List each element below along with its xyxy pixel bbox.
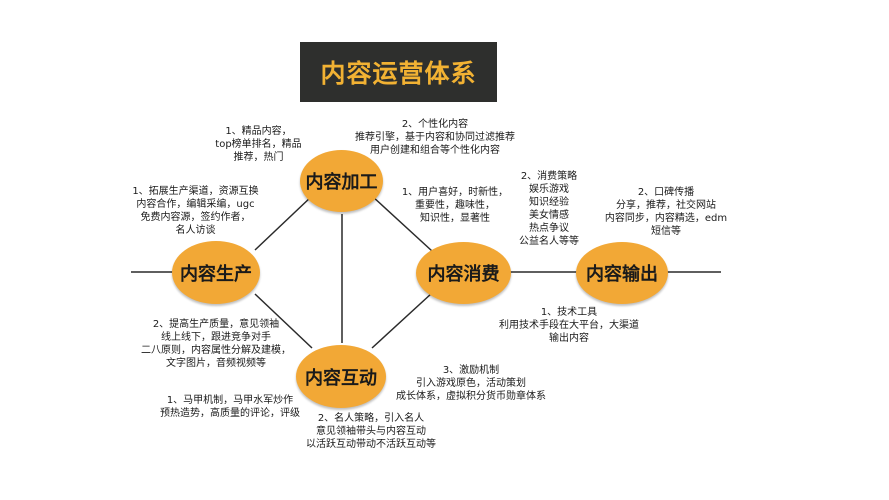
node-label: 内容生产 [180, 263, 252, 285]
line-production-interaction [254, 293, 313, 349]
note-quality-content: 1、精品内容， top榜单排名，精品 推荐，热门 [215, 126, 302, 163]
line-production-processing [254, 195, 313, 251]
line-processing-consumption [371, 195, 433, 252]
note-incentive-mechanism: 3、激励机制 引入游戏原色，活动策划 成长体系，虚拟积分货币勋章体系 [396, 365, 546, 402]
note-production-quality: 2、提高生产质量，意见领袖 线上线下，跟进竞争对手 二八原则，内容属性分解及建模… [141, 319, 291, 369]
note-user-preference: 1、用户喜好，时新性， 重要性，趣味性， 知识性，显著性 [401, 187, 509, 224]
node-content-processing: 内容加工 [300, 150, 383, 212]
node-label: 内容加工 [305, 172, 378, 193]
node-label: 内容输出 [586, 264, 658, 285]
note-personalized-content: 2、个性化内容 推荐引擎，基于内容和协同过滤推荐 用户创建和组合等个性化内容 [355, 119, 515, 156]
note-sockpuppet-mechanism: 1、马甲机制，马甲水军炒作 预热造势，高质量的评论，评级 [160, 395, 300, 419]
node-label: 内容互动 [305, 367, 377, 389]
note-word-of-mouth: 2、口碑传播 分享，推荐，社交网站 内容同步，内容精选，edm 短信等 [604, 187, 728, 237]
node-content-production: 内容生产 [172, 241, 260, 304]
note-tech-tools: 1、技术工具 利用技术手段在大平台，大渠道 输出内容 [499, 307, 639, 344]
line-consumption-interaction [371, 292, 433, 349]
title-banner: 内容运营体系 [300, 42, 497, 102]
node-content-consumption: 内容消费 [416, 242, 511, 304]
page-title: 内容运营体系 [320, 59, 477, 88]
node-content-output: 内容输出 [576, 242, 668, 304]
node-content-interaction: 内容互动 [296, 345, 386, 408]
note-celebrity-strategy: 2、名人策略，引入名人 意见领袖带头与内容互动 以活跃互动带动不活跃互动等 [306, 413, 436, 450]
note-production-channels: 1、拓展生产渠道，资源互换 内容合作，编辑采编，ugc 免费内容源，签约作者， … [132, 186, 259, 236]
note-consumption-strategy: 2、消费策略 娱乐游戏 知识经验 美女情感 热点争议 公益名人等等 [519, 171, 579, 247]
node-label: 内容消费 [427, 264, 500, 285]
